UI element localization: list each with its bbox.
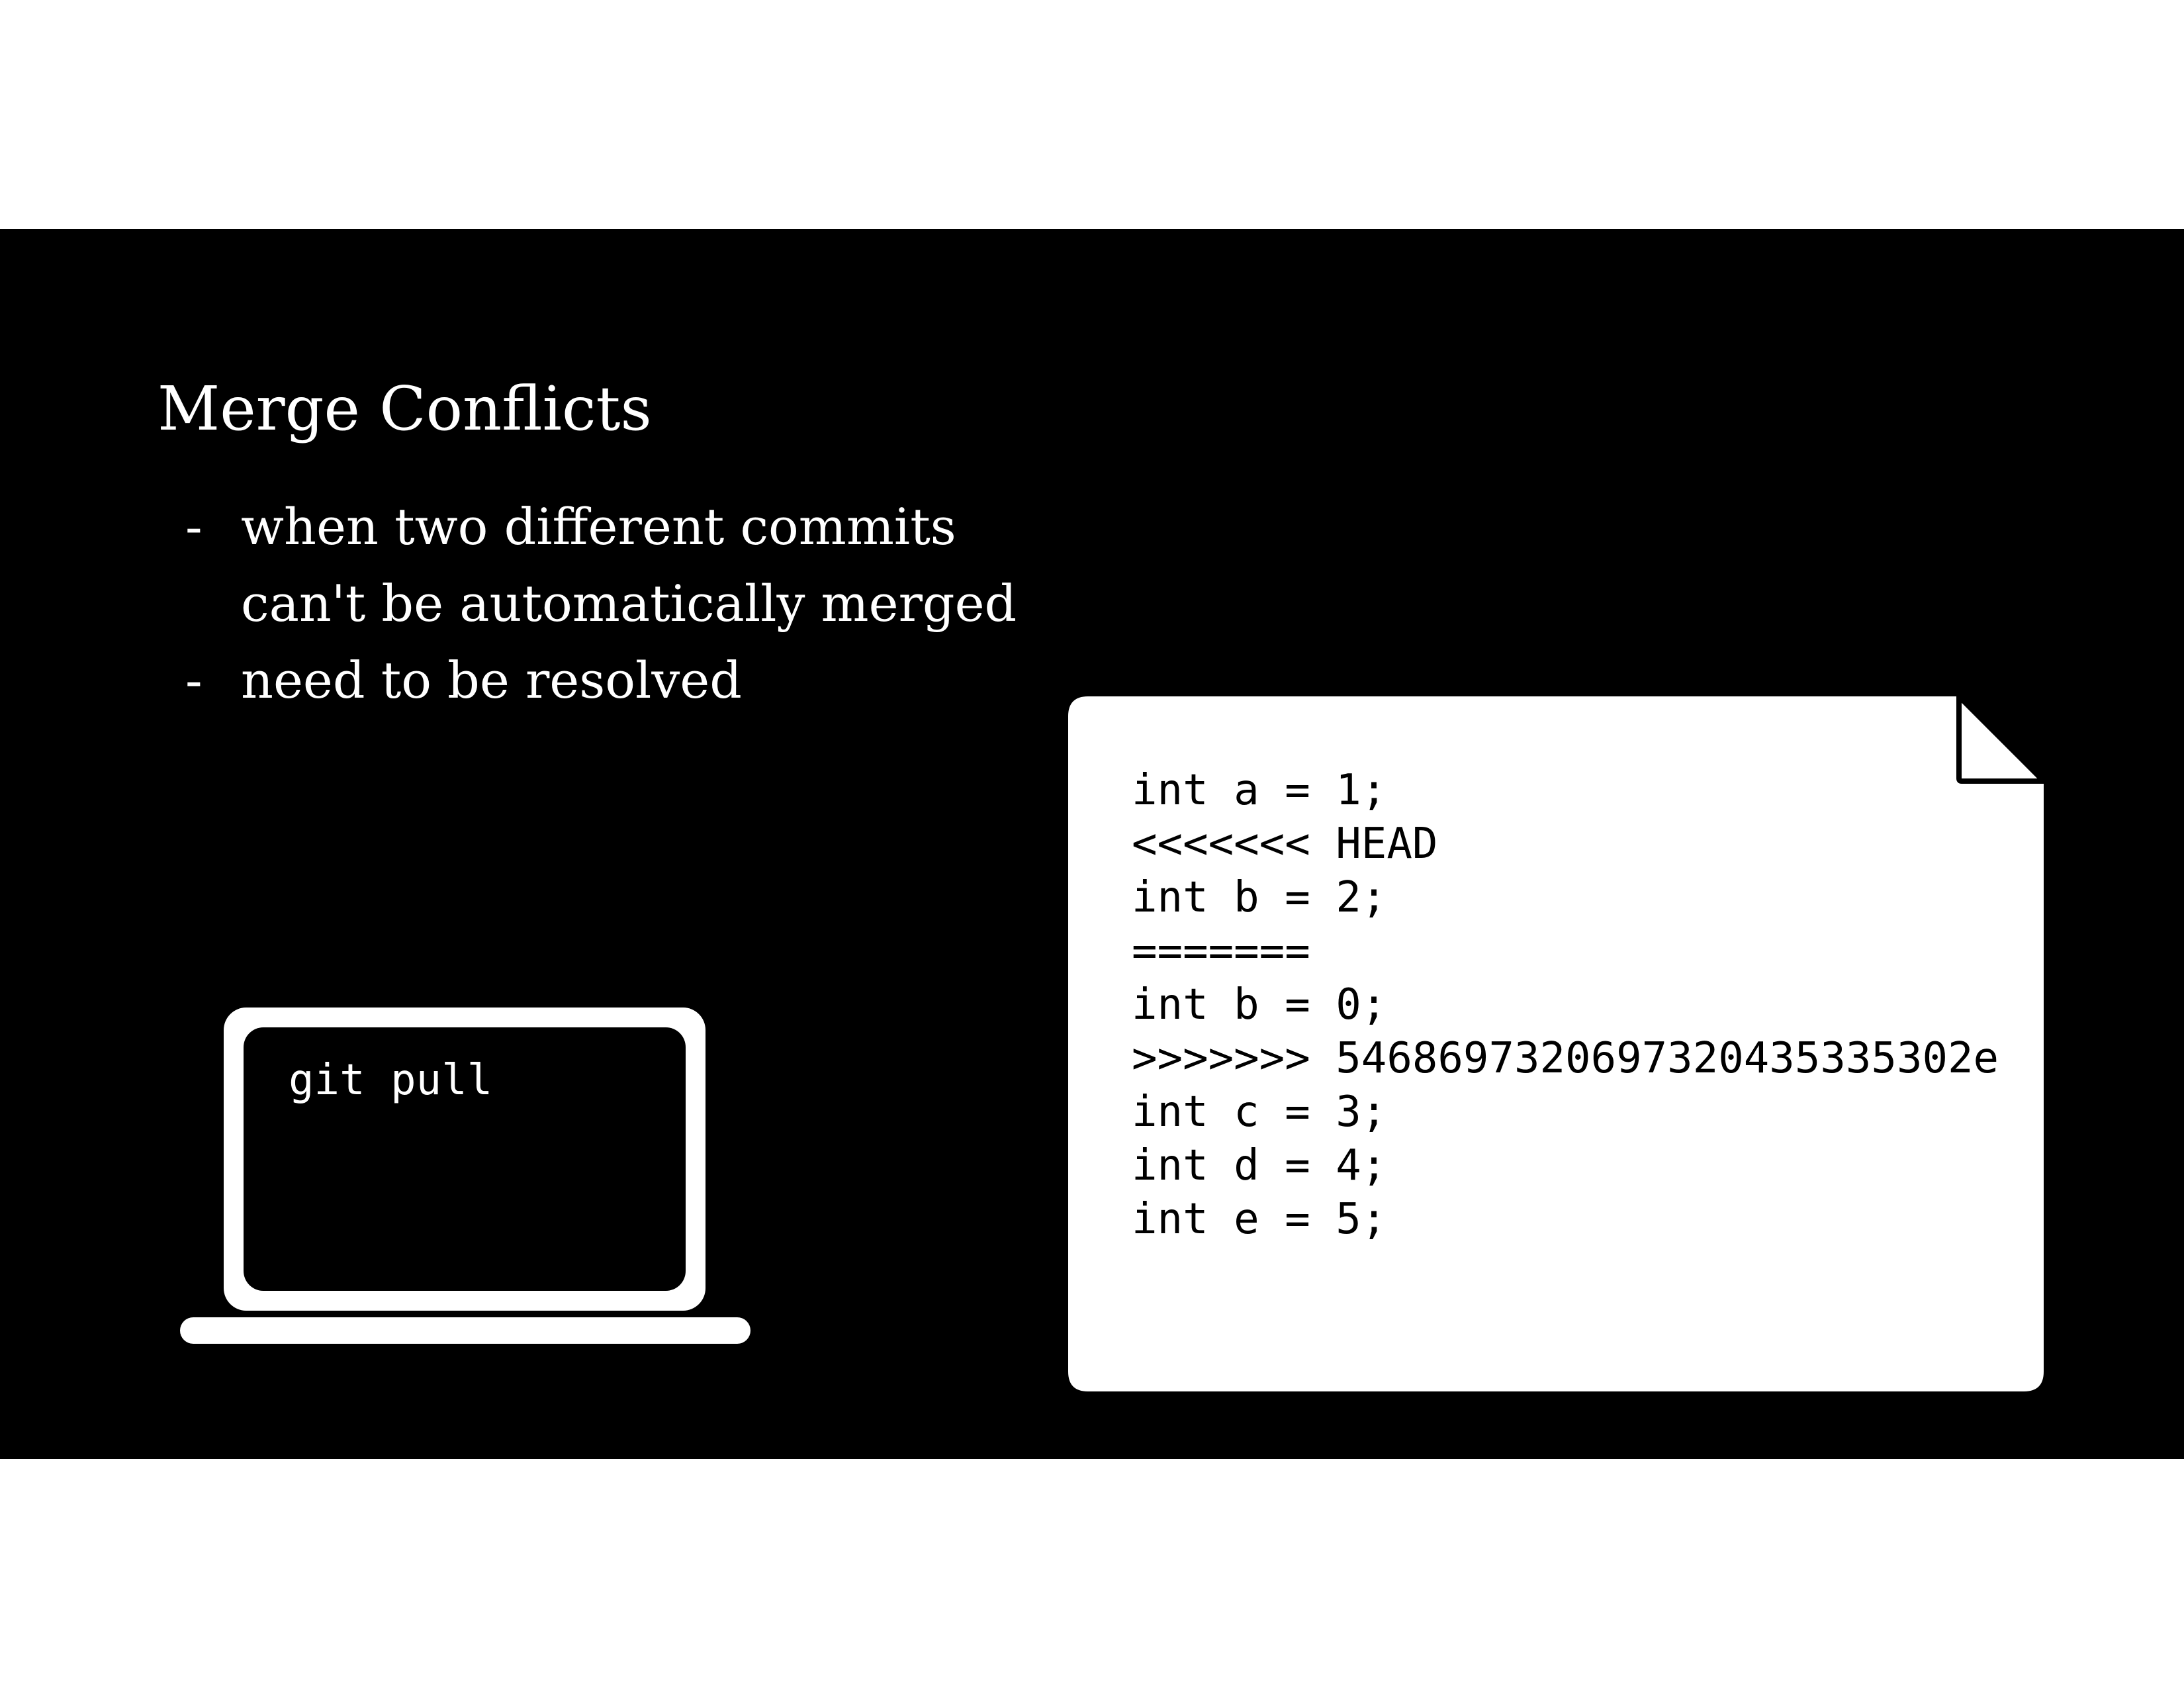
- bullet-item: - need to be resolved: [185, 642, 1017, 719]
- slide: Merge Conflicts - when two different com…: [0, 229, 2184, 1459]
- bullet-text: need to be resolved: [241, 651, 742, 710]
- bullet-dash: -: [185, 651, 203, 710]
- code-line: int b = 2;: [1132, 873, 1387, 922]
- bullet-text: can't be automatically merged: [241, 574, 1017, 633]
- code-line: >>>>>>> 5468697320697320435335302e: [1132, 1034, 1999, 1083]
- code-line: int c = 3;: [1132, 1088, 1387, 1137]
- bullet-dash: -: [185, 497, 203, 556]
- code-line: int e = 5;: [1132, 1195, 1387, 1244]
- file-shape: [1068, 696, 2044, 1391]
- code-line: int a = 1;: [1132, 766, 1387, 815]
- bullet-item: - when two different commits can't be au…: [185, 489, 1017, 642]
- terminal-command: git pull: [289, 1056, 493, 1105]
- bullet-text: when two different commits: [241, 497, 956, 556]
- laptop-base: [180, 1317, 751, 1344]
- terminal-screen: git pull: [244, 1027, 686, 1291]
- code-line: <<<<<<< HEAD: [1132, 820, 1438, 868]
- code-line: int b = 0;: [1132, 980, 1387, 1029]
- bullet-list: - when two different commits can't be au…: [185, 489, 1017, 719]
- code-line: =======: [1132, 927, 1310, 976]
- code-line: int d = 4;: [1132, 1141, 1387, 1190]
- dog-ear-icon: [1956, 696, 2044, 784]
- laptop-icon: git pull: [224, 1008, 705, 1311]
- slide-title: Merge Conflicts: [158, 373, 652, 444]
